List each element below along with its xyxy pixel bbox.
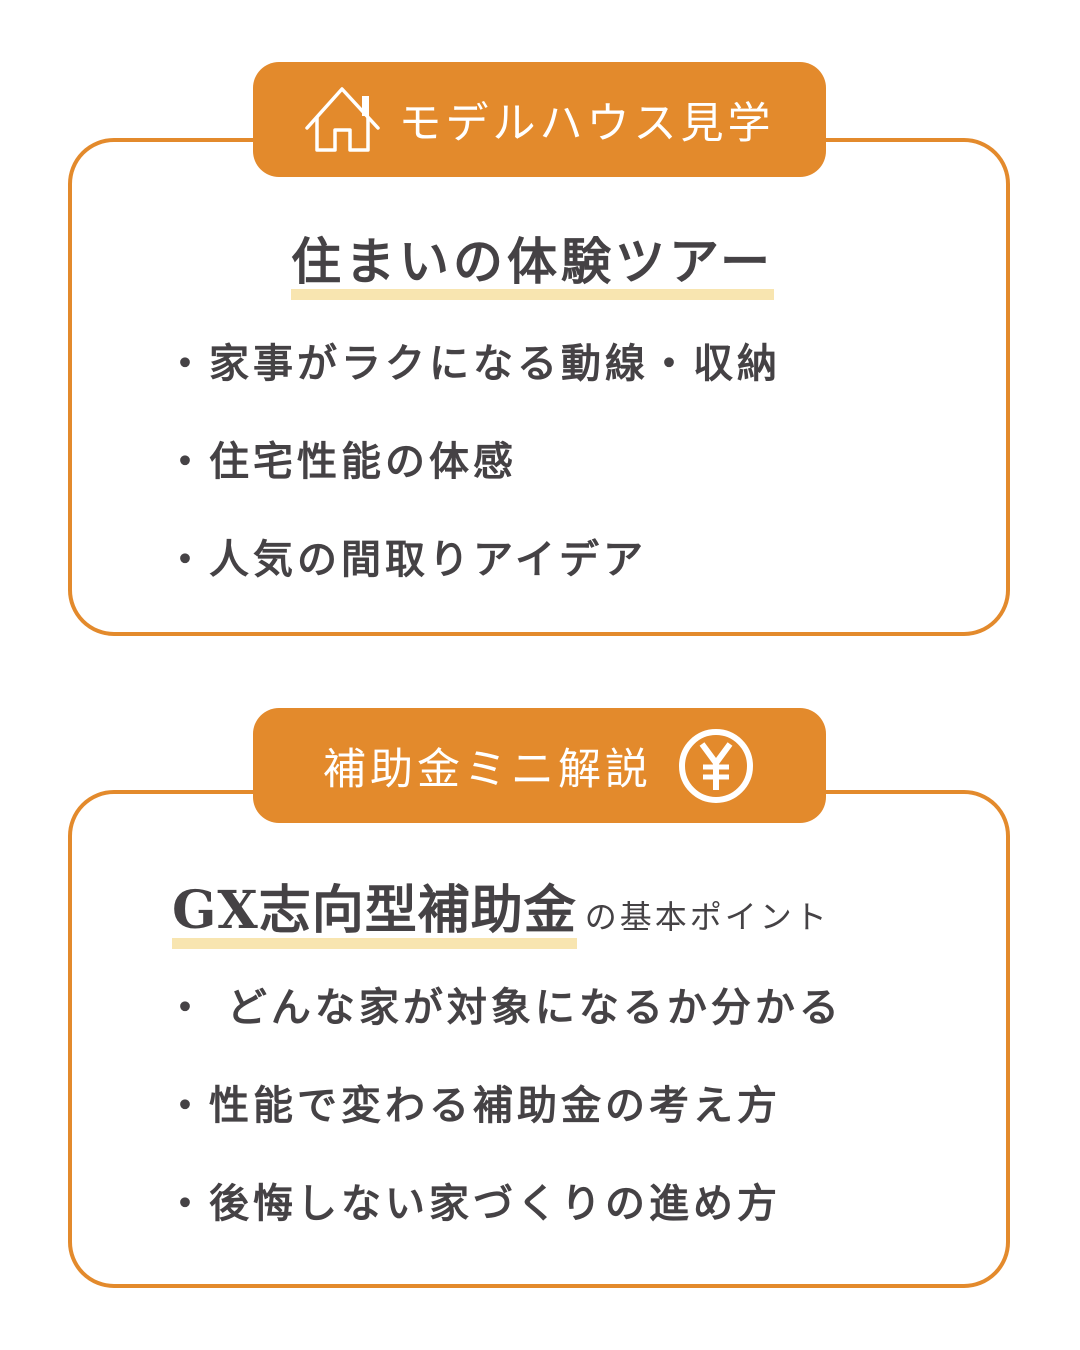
subsidy-tab: 補助金ミニ解説 [253,708,826,823]
subsidy-tab-label: 補助金ミニ解説 [323,744,652,795]
house-icon [304,86,381,154]
subsidy-bullet-list: ・ どんな家が対象になるか分かる ・性能で変わる補助金の考え方 ・後悔しない家づ… [165,978,843,1272]
model-house-tab-label: モデルハウス見学 [398,98,775,149]
list-item: ・人気の間取りアイデア [165,536,647,583]
tour-heading-text: 住まいの体験ツアー [291,222,774,300]
tour-bullet-list: ・家事がラクになる動線・収納 ・住宅性能の体感 ・人気の間取りアイデア [165,334,781,628]
tour-heading: 住まいの体験ツアー [291,222,774,300]
list-item: ・家事がラクになる動線・収納 [165,340,781,387]
list-item: ・後悔しない家づくりの進め方 [165,1180,781,1227]
subsidy-heading-text: GX志向型補助金 [172,868,577,949]
model-house-tab: モデルハウス見学 [253,62,826,177]
model-house-card [68,138,1010,636]
list-item: ・住宅性能の体感 [165,438,517,485]
list-item: ・性能で変わる補助金の考え方 [165,1082,781,1129]
subsidy-heading-suffix: の基本ポイント [584,898,830,936]
subsidy-card [68,790,1010,1288]
yen-icon [676,726,756,806]
list-item: ・ どんな家が対象になるか分かる [165,984,843,1031]
subsidy-heading: GX志向型補助金の基本ポイント [172,868,830,949]
